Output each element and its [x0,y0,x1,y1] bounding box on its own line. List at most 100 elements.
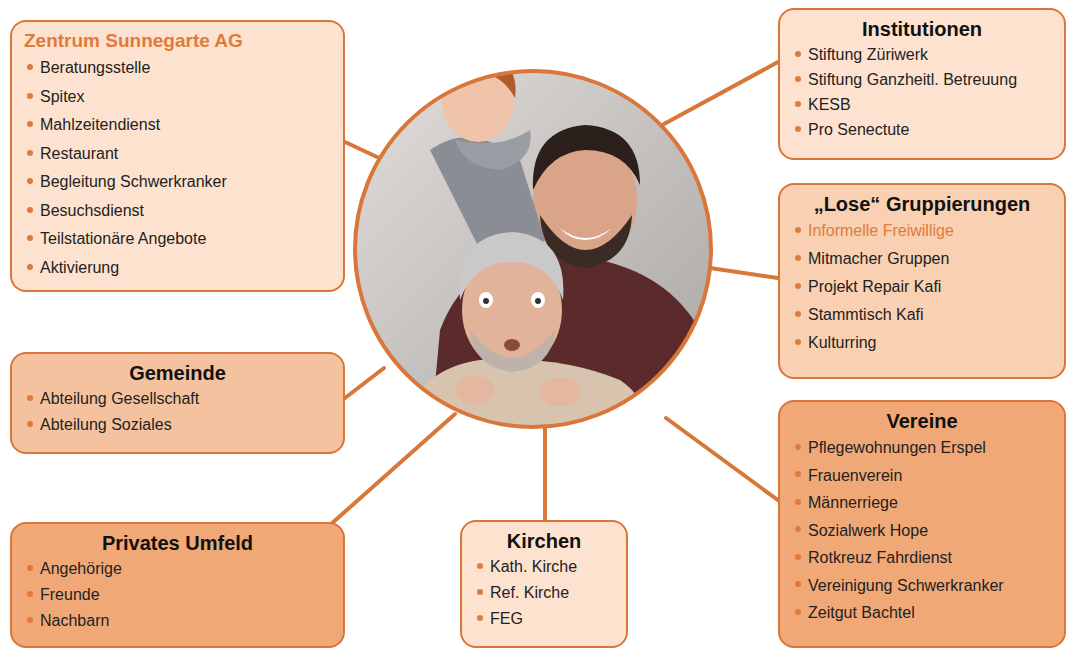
bullet-dot [27,264,33,270]
list-row: KESB [792,92,1052,117]
list-item: Kulturring [808,334,876,351]
bullet-dot [795,526,801,532]
list-row: Zeitgut Bachtel [792,599,1052,627]
bullet-dot [27,178,33,184]
list-item: FEG [490,610,523,627]
list-row: Projekt Repair Kafi [792,273,1052,301]
list-item: Aktivierung [40,259,119,276]
list-row: Kath. Kirche [474,554,614,580]
bullet-dot [27,565,33,571]
list-item: KESB [808,96,851,113]
list-row: Restaurant [24,140,331,169]
group-box: Privates UmfeldAngehörigeFreundeNachbarn [10,522,345,648]
bullet-dot [477,563,483,569]
group-box: „Lose“ GruppierungenInformelle Freiwilli… [778,183,1066,379]
group-box: GemeindeAbteilung GesellschaftAbteilung … [10,352,345,454]
list-row: Aktivierung [24,254,331,283]
group-heading: Zentrum Sunnegarte AG [24,28,331,54]
list-item: Spitex [40,88,84,105]
bullet-dot [27,591,33,597]
group-heading: Privates Umfeld [24,530,331,556]
list-row: Mahlzeitendienst [24,111,331,140]
list-item: Mahlzeitendienst [40,116,160,133]
list-row: Sozialwerk Hope [792,517,1052,545]
list-item: Angehörige [40,560,122,577]
list-item: Abteilung Gesellschaft [40,390,199,407]
list-row: Besuchsdienst [24,197,331,226]
bullet-dot [27,617,33,623]
list-row: Rotkreuz Fahrdienst [792,544,1052,572]
group-box: Zentrum Sunnegarte AG BeratungsstelleSpit… [10,20,345,292]
list-row: Stiftung Ganzheitl. Betreuung [792,67,1052,92]
bullet-dot [795,609,801,615]
list-row: Begleitung Schwerkranker [24,168,331,197]
list-row: Informelle Freiwillige [792,217,1052,245]
list-row: Angehörige [24,556,331,582]
bullet-dot [27,121,33,127]
list-row: Abteilung Soziales [24,412,331,438]
bullet-dot [477,615,483,621]
group-heading: „Lose“ Gruppierungen [792,191,1052,217]
list-item: Pflegewohnungen Erspel [808,439,986,456]
bullet-dot [795,255,801,261]
list-row: Vereinigung Schwerkranker [792,572,1052,600]
bullet-dot [27,395,33,401]
bullet-dot [795,581,801,587]
group-box: KirchenKath. KircheRef. KircheFEG [460,520,628,648]
bullet-dot [795,126,801,132]
list-item: Stammtisch Kafi [808,306,924,323]
list-item: Vereinigung Schwerkranker [808,577,1004,594]
list-item: Ref. Kirche [490,584,569,601]
bullet-dot [27,207,33,213]
list-item: Nachbarn [40,612,109,629]
group-heading: Institutionen [792,16,1052,42]
bullet-dot [795,101,801,107]
bullet-dot [27,93,33,99]
list-item: Abteilung Soziales [40,416,172,433]
bullet-dot [795,444,801,450]
list-item: Frauenverein [808,467,902,484]
bullet-dot [795,471,801,477]
connector-lines [330,62,786,525]
list-row: Frauenverein [792,462,1052,490]
list-item: Mitmacher Gruppen [808,250,949,267]
list-row: Kulturring [792,329,1052,357]
list-row: Pflegewohnungen Erspel [792,434,1052,462]
bullet-dot [27,235,33,241]
bullet-dot [795,227,801,233]
bullet-dot [795,339,801,345]
family-photo [350,55,720,440]
list-row: Spitex [24,83,331,112]
bullet-dot [795,499,801,505]
list-item: Freunde [40,586,100,603]
list-item: Pro Senectute [808,121,909,138]
list-item: Kath. Kirche [490,558,577,575]
list-row: Stammtisch Kafi [792,301,1052,329]
list-item: Beratungsstelle [40,59,150,76]
group-heading: Gemeinde [24,360,331,386]
list-item: Männerriege [808,494,898,511]
bullet-dot [795,51,801,57]
list-row: Pro Senectute [792,117,1052,142]
group-heading: Kirchen [474,528,614,554]
list-item: Besuchsdienst [40,202,144,219]
bullet-dot [795,554,801,560]
list-row: Abteilung Gesellschaft [24,386,331,412]
list-item: Projekt Repair Kafi [808,278,941,295]
list-item: Sozialwerk Hope [808,522,928,539]
bullet-dot [795,76,801,82]
list-row: Freunde [24,582,331,608]
list-row: Teilstationäre Angebote [24,225,331,254]
list-row: Beratungsstelle [24,54,331,83]
list-item: Restaurant [40,145,118,162]
photo-frame [355,71,711,427]
bullet-dot [795,283,801,289]
list-row: Männerriege [792,489,1052,517]
bullet-dot [27,64,33,70]
group-heading: Vereine [792,408,1052,434]
list-item: Rotkreuz Fahrdienst [808,549,952,566]
bullet-dot [27,421,33,427]
list-item: Zeitgut Bachtel [808,604,915,621]
group-box: VereinePflegewohnungen ErspelFrauenverei… [778,400,1066,648]
